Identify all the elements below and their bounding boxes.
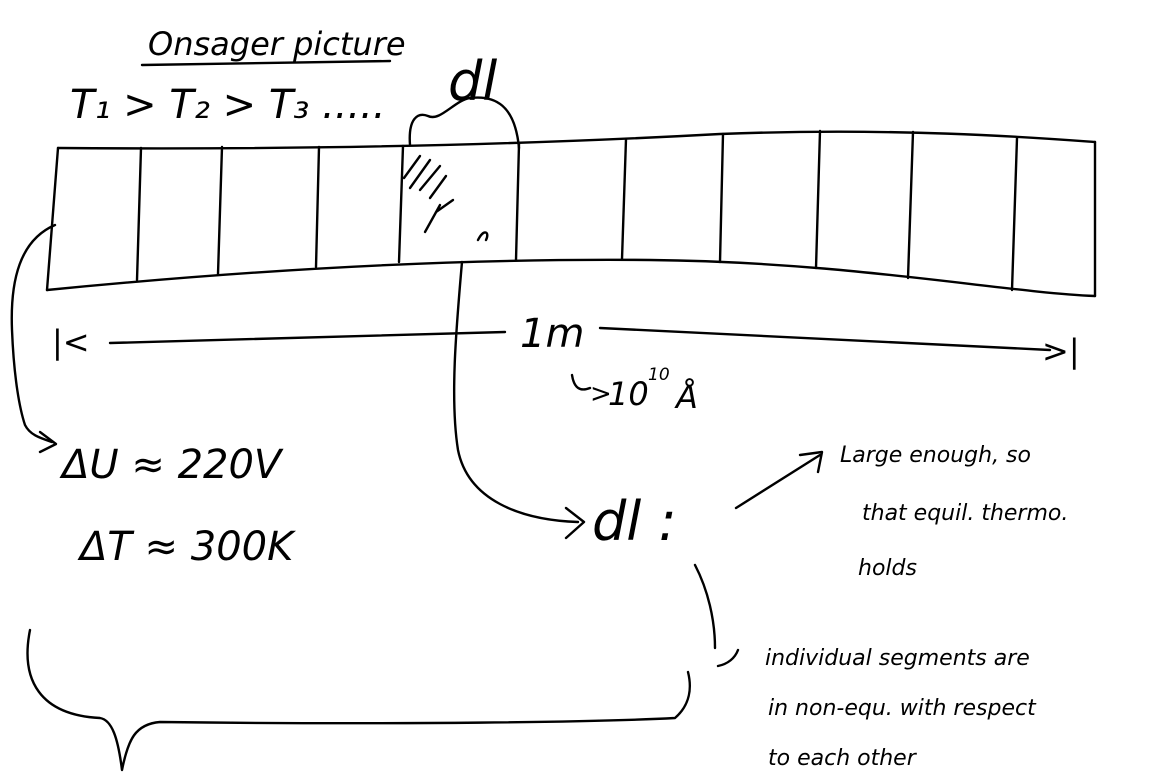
condition-1-line-3: holds [858, 556, 917, 581]
condition-2-line-2: in non-equ. with respect [768, 696, 1037, 721]
scale-exponent: 10 [648, 365, 670, 385]
length-label: 1m [520, 311, 584, 357]
length-right-end: >| [1042, 332, 1080, 370]
length-line-left [108, 330, 507, 345]
segment-hatch [402, 154, 489, 242]
title-text: Onsager picture [148, 25, 406, 63]
scale-hook [570, 373, 592, 391]
rod-bottom-edge [45, 258, 1097, 298]
condition-1-line-2: that equil. thermo. [862, 501, 1068, 526]
segment-arrow [452, 260, 580, 524]
title-underline [140, 59, 392, 67]
bottom-brace [26, 628, 691, 772]
voltage-value: ΔU ≈ 220V [59, 442, 284, 488]
left-end-arrow [10, 223, 57, 444]
segment-label: dl [448, 50, 497, 113]
length-line-right [598, 326, 1052, 352]
condition-2-arrowhead [716, 648, 740, 668]
dl-callout-symbol: dl : [592, 490, 677, 553]
segment-dividers [135, 129, 1019, 292]
rod-left-end [45, 146, 60, 292]
scale-arrow: > [590, 379, 612, 409]
condition-2-line-1: individual segments are [765, 646, 1030, 671]
condition-1-arrowhead [798, 450, 824, 474]
condition-2-arrow [693, 563, 717, 650]
condition-1-line-1: Large enough, so [840, 443, 1031, 468]
length-left-end: |< [52, 323, 90, 361]
rod-top-edge [56, 130, 1097, 150]
scale-base: 10 [608, 375, 649, 413]
left-end-arrowhead [38, 430, 58, 454]
temperature-order: T₁ > T₂ > T₃ ..... [70, 82, 386, 128]
condition-2-line-3: to each other [768, 746, 918, 771]
condition-1-arrow [734, 453, 822, 510]
scale-unit: Å [674, 378, 698, 416]
temperature-value: ΔT ≈ 300K [77, 524, 296, 570]
segment-brace [408, 96, 521, 150]
segment-arrowhead [564, 506, 586, 540]
